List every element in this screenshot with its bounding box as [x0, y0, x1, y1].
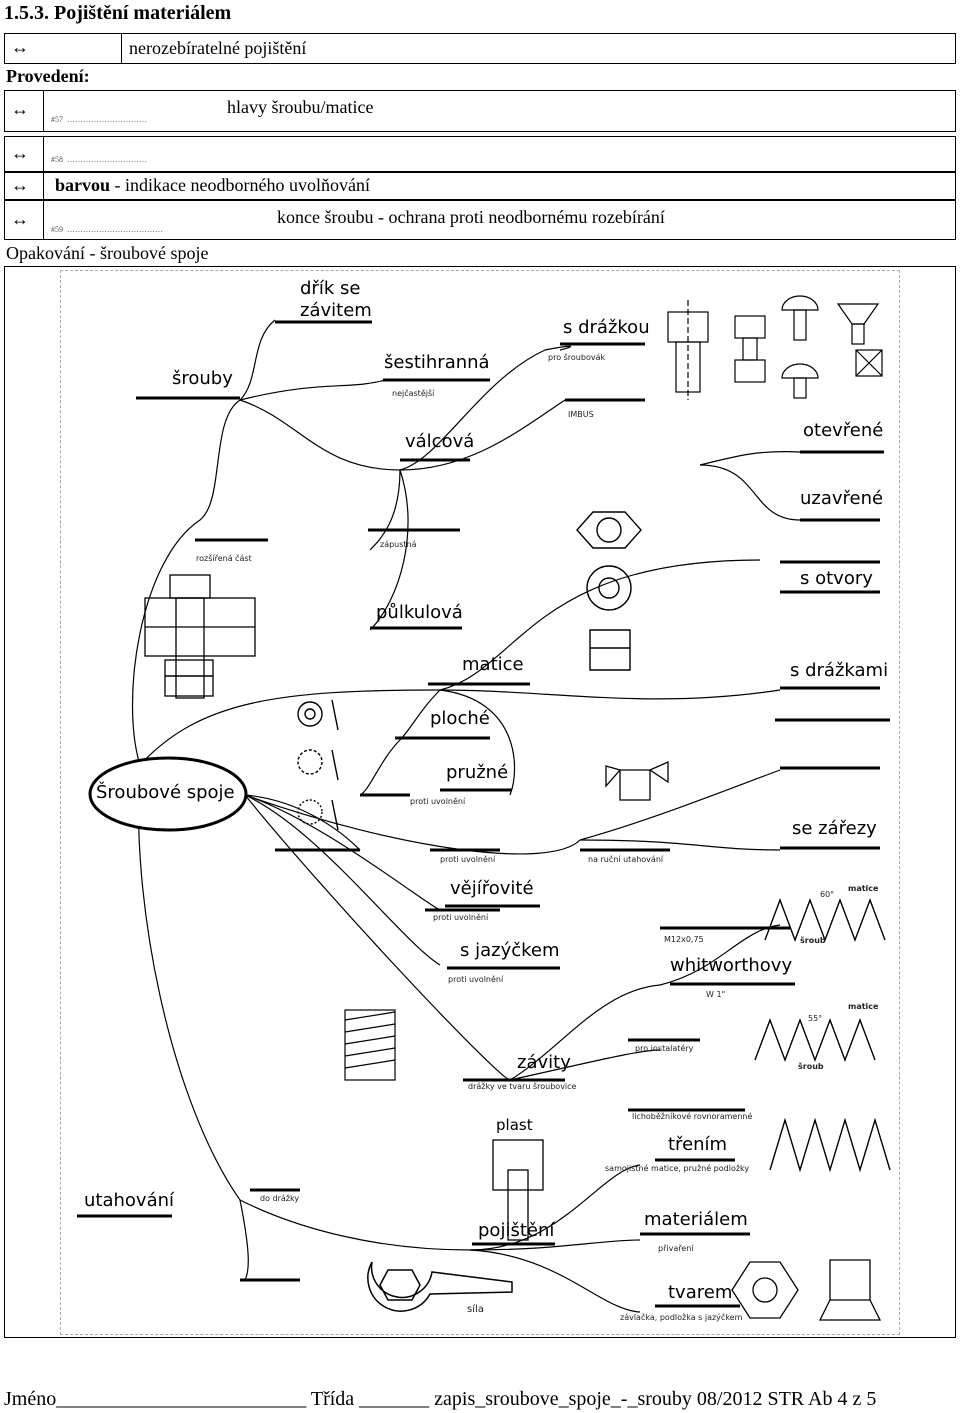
label-drik: dřík se závitem: [300, 278, 372, 321]
label-pro-sroubovak: pro šroubovák: [548, 353, 606, 362]
arrow-icon: ↔: [11, 99, 29, 119]
label-valcova: válcová: [405, 431, 475, 452]
arrow-icon: ↔: [11, 37, 29, 57]
arrow-icon: ↔: [11, 143, 29, 163]
label-60deg: 60°: [820, 890, 835, 899]
label-sroub-tag-2: šroub: [798, 1062, 824, 1071]
label-materialem: materiálem: [644, 1209, 748, 1230]
label-imbus: IMBUS: [568, 410, 594, 419]
label-treni: třením: [668, 1134, 728, 1155]
label-matice-tag-2: matice: [848, 1002, 879, 1011]
row-nerozebiratelne: ↔ nerozebíratelné pojištění: [4, 33, 956, 64]
label-pojisteni: pojištění: [478, 1220, 555, 1241]
row-konce: ↔ #59 ……………………………… konce šroubu - ochran…: [4, 200, 956, 240]
label-tvarem: tvarem: [668, 1282, 733, 1303]
label-plast: plast: [496, 1116, 533, 1134]
arrow-icon: ↔: [11, 209, 29, 229]
label-nejcastejsi: nejčastější: [392, 389, 435, 398]
label-zavlacka: závlačka, podložka s jazýčkem: [620, 1313, 743, 1322]
label-55deg: 55°: [808, 1014, 823, 1023]
label-pruzne: pružné: [446, 762, 509, 783]
row2-num: #57: [51, 115, 63, 124]
row3-num: #58: [51, 155, 63, 164]
opakovani-label: Opakování - šroubové spoje: [6, 243, 209, 263]
label-matice: matice: [462, 654, 524, 675]
label-samojistne: samojistné matice, pružné podložky: [605, 1164, 750, 1173]
label-proti-uvolneni-3: proti uvolnění: [433, 913, 489, 922]
label-whitworthovy: whitworthovy: [670, 955, 793, 976]
row5-num: #59: [51, 225, 63, 234]
label-zapustna: zápustná: [380, 540, 417, 549]
mindmap-frame: [4, 266, 956, 1338]
label-sroub-tag: šroub: [800, 936, 826, 945]
label-lichobeznik: lichoběžníkové rovnoramenné: [632, 1112, 753, 1121]
label-s-jazyckem: s jazýčkem: [460, 940, 560, 961]
row4-content: barvou - indikace neodborného uvolňování: [55, 175, 370, 196]
row2-dots: …………………………: [67, 115, 147, 124]
label-otevrene: otevřené: [803, 420, 884, 441]
label-drazky-sroubovice: drážky ve tvaru šroubovice: [468, 1082, 577, 1091]
label-proti-uvolneni-4: proti uvolnění: [448, 975, 504, 984]
row-hlavy: ↔ #57 ………………………… hlavy šroubu/matice: [4, 90, 956, 132]
row5-dots: ………………………………: [67, 225, 163, 234]
page-heading: 1.5.3. Pojištění materiálem: [4, 2, 232, 24]
label-proti-uvolneni-1: proti uvolnění: [410, 797, 466, 806]
row-58: ↔ #58 …………………………: [4, 136, 956, 172]
label-rozsirena: rozšířená část: [196, 554, 252, 563]
label-vejirovite: vějířovité: [450, 878, 534, 899]
label-ploche: ploché: [430, 708, 490, 729]
label-s-drazkami: s drážkami: [790, 660, 889, 681]
label-w1: W 1": [706, 990, 726, 999]
row-barvou: ↔ barvou - indikace neodborného uvolňová…: [4, 172, 956, 200]
row2-text: hlavy šroubu/matice: [227, 97, 374, 117]
row3-dots: …………………………: [67, 155, 147, 164]
label-matice-tag: matice: [848, 884, 879, 893]
row5-text: konce šroubu - ochrana proti neodbornému…: [277, 207, 665, 227]
label-srouby: šrouby: [172, 368, 233, 389]
label-proti-uvolneni-2: proti uvolnění: [440, 855, 496, 864]
label-pro-instalatery: pro instalatéry: [635, 1044, 694, 1053]
row4-bold: barvou: [55, 175, 111, 195]
label-utahovani: utahování: [84, 1190, 175, 1211]
label-sestihranna: šestihranná: [384, 352, 490, 373]
label-sila: síla: [467, 1304, 484, 1315]
center-node: Šroubové spoje: [96, 782, 235, 803]
row4-text: - indikace neodborného uvolňování: [110, 175, 370, 195]
mindmap-inner-frame: [60, 270, 900, 1335]
arrow-icon: ↔: [11, 175, 29, 195]
label-zavity: závity: [517, 1052, 571, 1073]
label-m12: M12x0,75: [664, 935, 704, 944]
label-pulkulova: půlkulová: [376, 602, 463, 623]
label-s-otvory: s otvory: [800, 568, 873, 589]
label-s-drazkou: s drážkou: [563, 317, 650, 338]
label-do-drazky: do drážky: [260, 1194, 300, 1203]
label-privareni: přivaření: [658, 1244, 694, 1253]
label-na-rucni: na ruční utahování: [588, 855, 664, 864]
footer: Jméno_________________________ Třída ___…: [4, 1388, 877, 1410]
label-uzavrene: uzavřené: [800, 488, 884, 509]
row1-text: nerozebíratelné pojištění: [129, 38, 307, 58]
label-se-zarezy: se zářezy: [792, 818, 877, 839]
provedeni-label: Provedení:: [6, 66, 90, 86]
